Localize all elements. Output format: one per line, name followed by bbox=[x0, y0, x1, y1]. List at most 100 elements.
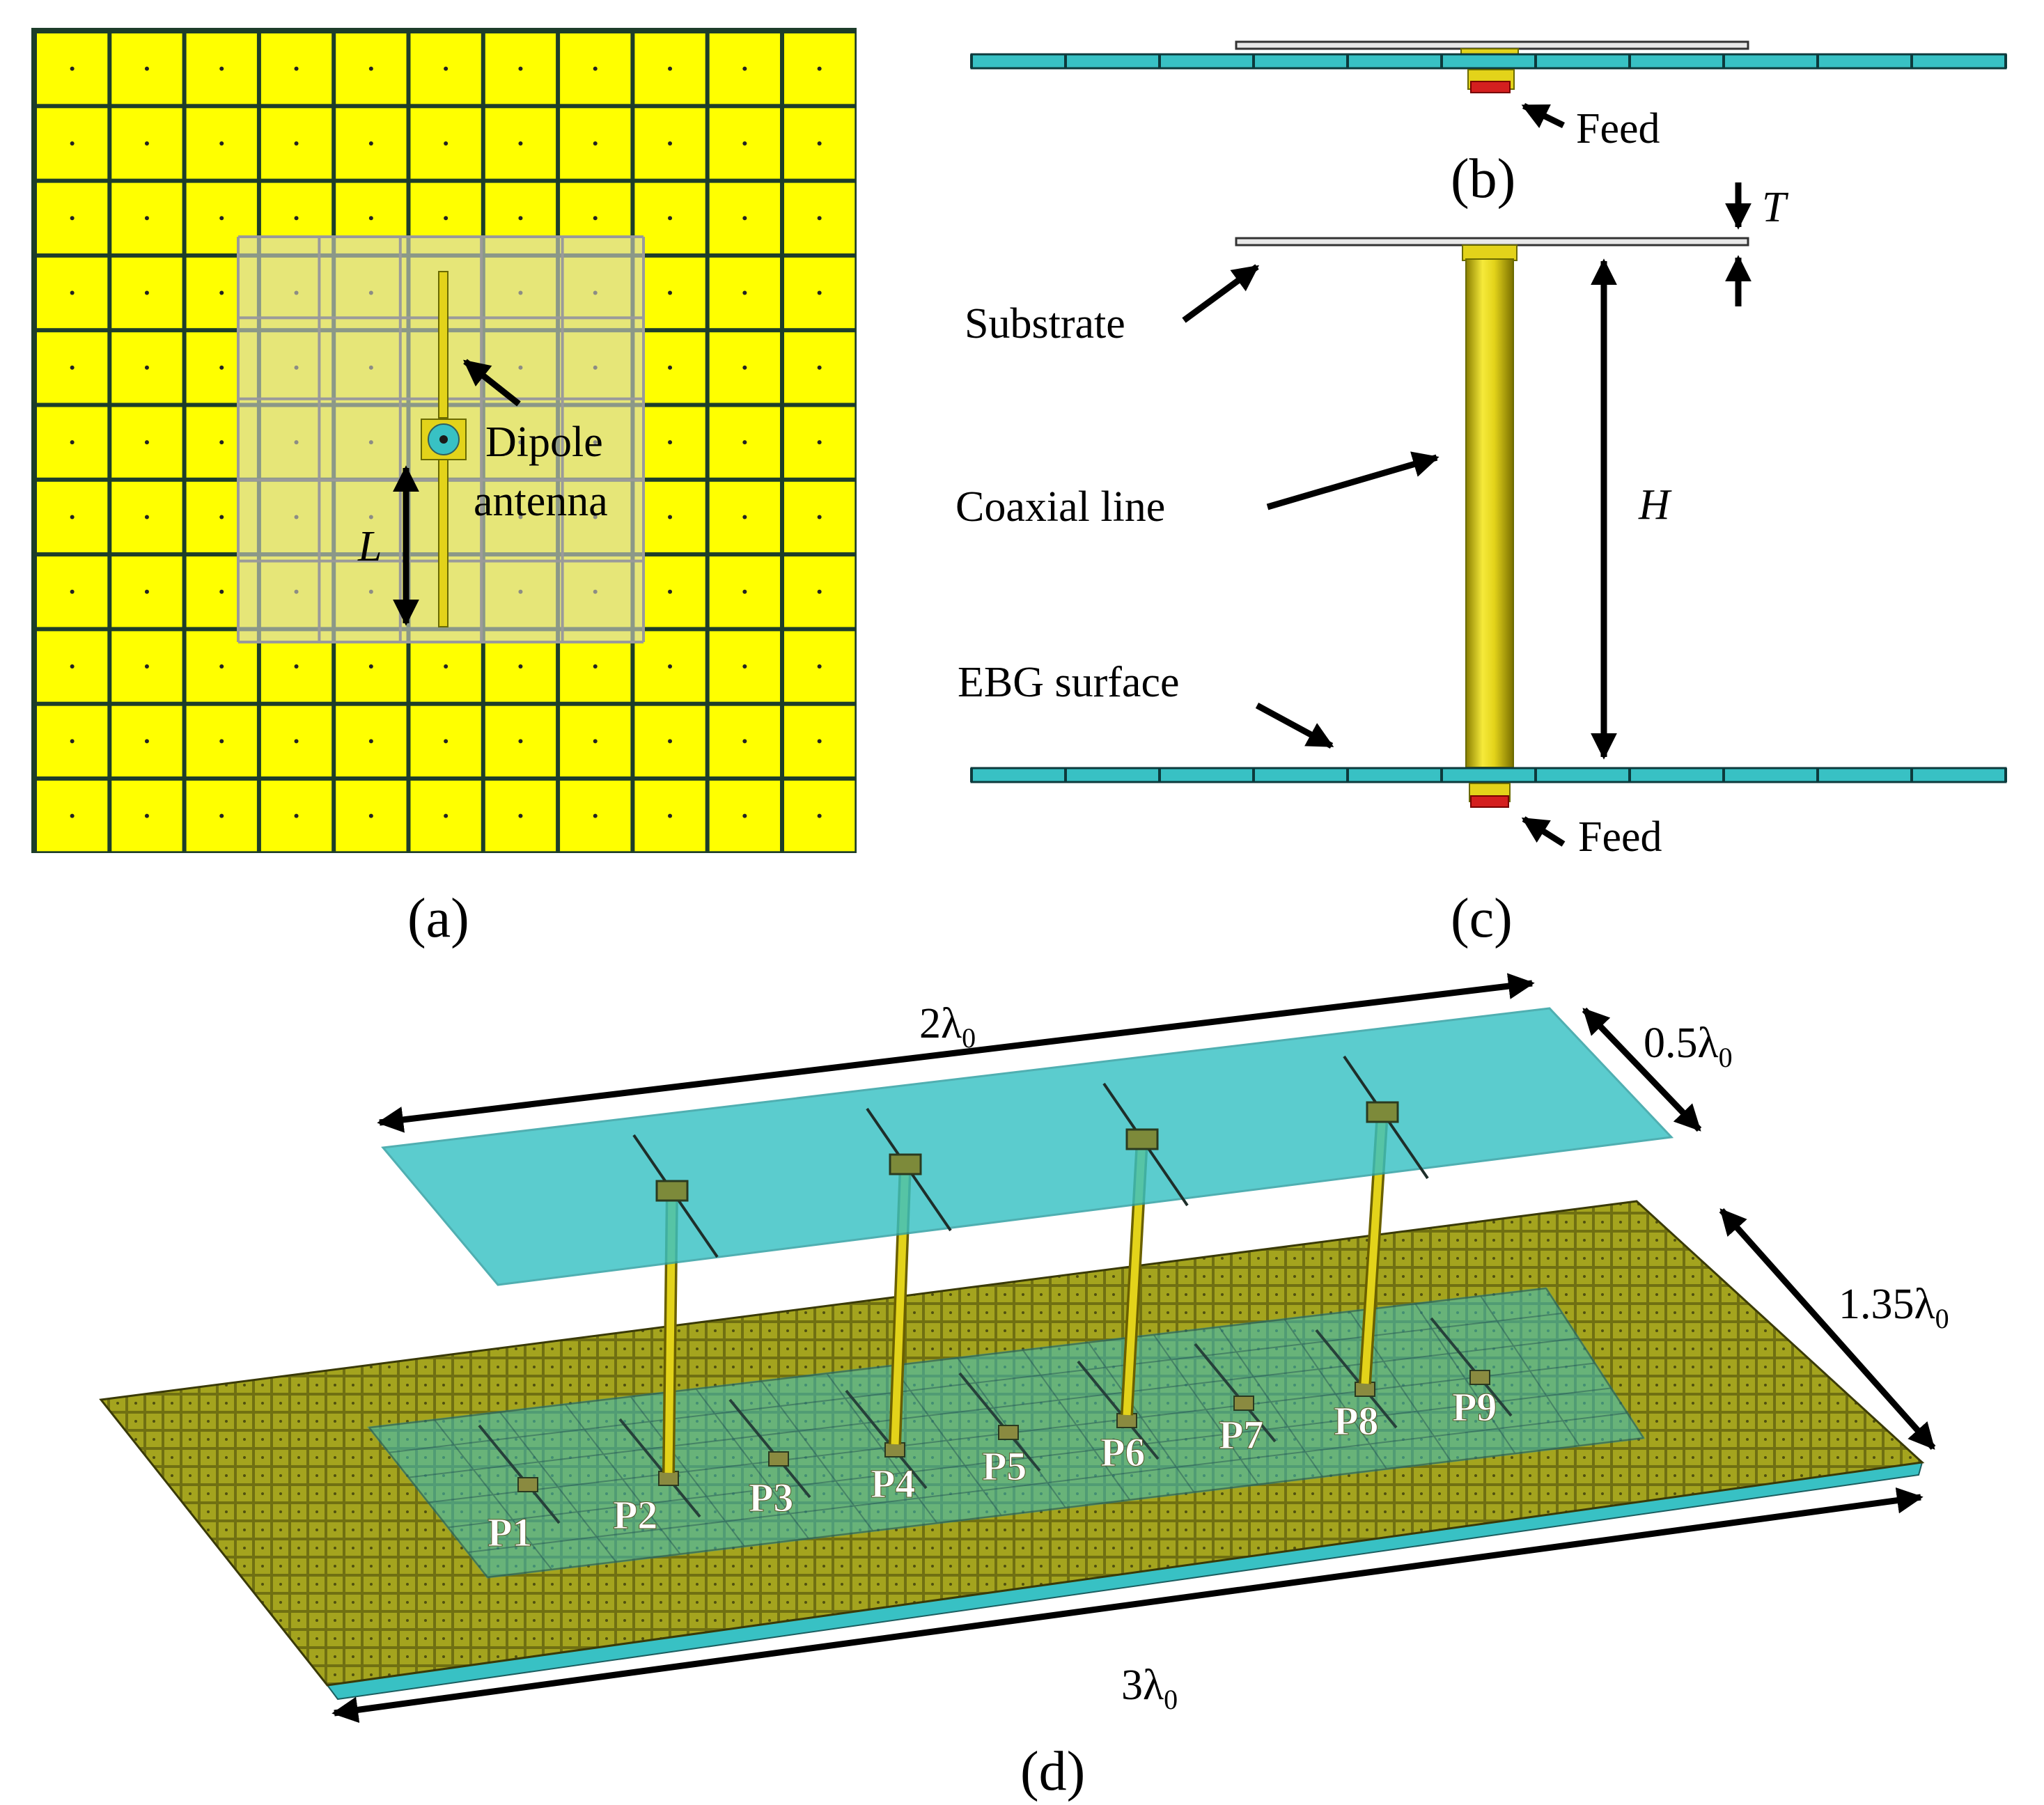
ebg-via bbox=[817, 290, 822, 295]
top-depth-dimension bbox=[1582, 1007, 1702, 1132]
ebg-via bbox=[593, 739, 598, 744]
ebg-via bbox=[144, 440, 149, 445]
ebg-via bbox=[593, 141, 598, 146]
ebg-via bbox=[219, 664, 224, 669]
ebg-surface-side-b bbox=[970, 53, 2007, 70]
ebg-via bbox=[668, 813, 673, 818]
caption-a: (a) bbox=[407, 888, 469, 949]
coax-arrow bbox=[1266, 451, 1440, 510]
dipole-feed-pad-3d bbox=[1366, 1101, 1399, 1123]
ebg-via bbox=[593, 66, 598, 71]
substrate-label: Substrate bbox=[965, 300, 1125, 347]
ebg-via bbox=[518, 141, 523, 146]
ebg-via bbox=[817, 515, 822, 519]
ebg-via bbox=[294, 813, 299, 818]
feed-label-c: Feed bbox=[1578, 813, 1662, 861]
coaxial-line bbox=[1465, 258, 1514, 768]
ebg-via bbox=[668, 739, 673, 744]
height-label: H bbox=[1638, 481, 1672, 529]
ebg-via bbox=[444, 66, 448, 71]
ebg-via bbox=[144, 66, 149, 71]
ebg-via bbox=[70, 739, 75, 744]
ebg-via bbox=[70, 440, 75, 445]
ebg-surface-side-c bbox=[970, 767, 2007, 783]
port-label-p1: P1 bbox=[487, 1510, 532, 1555]
ground-width-dimension bbox=[331, 1487, 1924, 1724]
ebg-via bbox=[742, 589, 747, 594]
ebg-via bbox=[593, 813, 598, 818]
ebg-via bbox=[294, 216, 299, 221]
ebg-via bbox=[817, 739, 822, 744]
ebg-via bbox=[368, 739, 373, 744]
substrate-side-b bbox=[1235, 40, 1749, 50]
ebg-via bbox=[144, 589, 149, 594]
ebg-via bbox=[817, 664, 822, 669]
dipole-arm-lower bbox=[438, 459, 448, 627]
dipole-label-line1: Dipole bbox=[485, 419, 603, 466]
ebg-via bbox=[70, 290, 75, 295]
feed-port-c bbox=[1470, 795, 1509, 808]
ebg-via bbox=[444, 813, 448, 818]
ebg-via bbox=[219, 290, 224, 295]
top-width-dimension bbox=[377, 973, 1535, 1133]
ebg-via bbox=[742, 739, 747, 744]
port-label-p7: P7 bbox=[1219, 1412, 1263, 1458]
panel-c: T Substrate Coaxial line H EBG surface F… bbox=[955, 182, 2007, 949]
dipole-feed-pad-3d bbox=[655, 1180, 689, 1202]
feed-port-b bbox=[1470, 81, 1511, 93]
ebg-via bbox=[668, 141, 673, 146]
ebg-via bbox=[144, 365, 149, 370]
dipole-arm-upper bbox=[438, 271, 448, 419]
ebg-via bbox=[294, 66, 299, 71]
ebg-via bbox=[742, 66, 747, 71]
ebg-via bbox=[70, 66, 75, 71]
port-label-p4: P4 bbox=[871, 1461, 915, 1506]
ground-depth-label: 1.35λ0 bbox=[1839, 1281, 1949, 1334]
ebg-via bbox=[294, 141, 299, 146]
ebg-via bbox=[368, 664, 373, 669]
panel-a: Dipole antenna L (a) bbox=[31, 28, 857, 949]
ebg-via bbox=[593, 216, 598, 221]
ebg-via bbox=[593, 664, 598, 669]
port-label-p2: P2 bbox=[613, 1492, 657, 1538]
port-label-p6: P6 bbox=[1100, 1430, 1145, 1475]
length-label: L bbox=[357, 523, 382, 570]
ebg-via bbox=[742, 216, 747, 221]
ebg-via bbox=[742, 515, 747, 519]
ground-width-label: 3λ0 bbox=[1121, 1662, 1178, 1715]
ebg-via bbox=[144, 739, 149, 744]
feed-label-b: Feed bbox=[1576, 105, 1660, 153]
ebg-via bbox=[668, 664, 673, 669]
ebg-via bbox=[70, 589, 75, 594]
ebg-via bbox=[742, 440, 747, 445]
ebg-via bbox=[70, 813, 75, 818]
ebg-via bbox=[368, 813, 373, 818]
ebg-via bbox=[144, 216, 149, 221]
ebg-via bbox=[444, 664, 448, 669]
feed-arrow-b bbox=[1521, 102, 1565, 129]
ebg-via bbox=[444, 141, 448, 146]
ebg-via bbox=[518, 739, 523, 744]
ebg-via bbox=[144, 664, 149, 669]
ebg-via bbox=[219, 515, 224, 519]
substrate-side-c bbox=[1235, 237, 1749, 247]
ebg-via bbox=[368, 141, 373, 146]
ebg-via bbox=[817, 813, 822, 818]
caption-d: (d) bbox=[1020, 1741, 1085, 1802]
ebg-via bbox=[668, 365, 673, 370]
ebg-via bbox=[742, 664, 747, 669]
ebg-via bbox=[144, 141, 149, 146]
ebg-via bbox=[219, 739, 224, 744]
caption-b: (b) bbox=[1451, 148, 1515, 210]
ebg-via bbox=[817, 440, 822, 445]
ebg-via bbox=[668, 515, 673, 519]
ebg-via bbox=[70, 515, 75, 519]
ebg-via bbox=[444, 216, 448, 221]
ebg-via bbox=[219, 589, 224, 594]
feed-arrow-c bbox=[1521, 816, 1566, 847]
port-label-p5: P5 bbox=[982, 1444, 1027, 1489]
ebg-via bbox=[144, 290, 149, 295]
ebg-via bbox=[368, 66, 373, 71]
ebg-via bbox=[668, 589, 673, 594]
